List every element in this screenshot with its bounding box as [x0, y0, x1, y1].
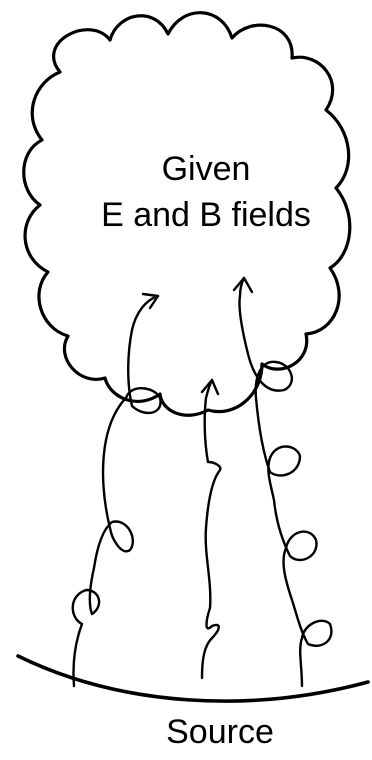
field-label-line-1: Given	[90, 146, 322, 192]
particle-track-left	[73, 296, 161, 686]
field-label-line-2: E and B fields	[90, 192, 322, 238]
particle-track-middle	[202, 380, 220, 678]
arrowhead-right	[234, 278, 252, 292]
source-surface	[18, 656, 368, 701]
source-label: Source	[120, 712, 320, 752]
field-region-label: Given E and B fields	[90, 146, 322, 238]
particle-track-right	[239, 278, 331, 686]
